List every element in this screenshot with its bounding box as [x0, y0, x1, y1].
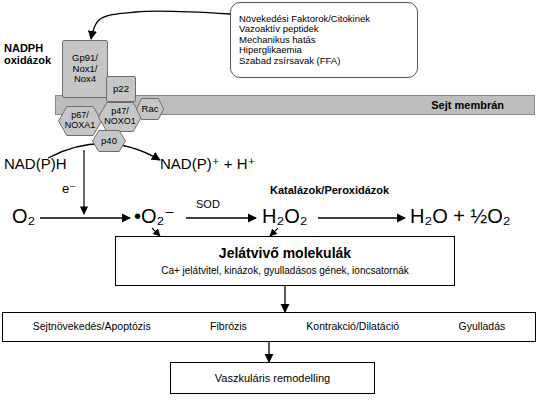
chemical-label: NAD(P)H — [4, 156, 67, 173]
node-subtext: Szabad zsírsavak (FFA) — [239, 56, 340, 66]
hexagon-shape — [137, 99, 164, 120]
node-subtext: Ca+ jelátvitel, kinázok, gyulladásos gén… — [161, 265, 409, 276]
node-subtext: Hiperglikaemia — [239, 45, 302, 55]
p47-subunit: p47/ NOXO1 — [98, 102, 142, 132]
reaction-arrow — [318, 217, 405, 218]
remodelling-box: Vaszkuláris remodelling — [170, 362, 375, 394]
stimulus-callout: Növekedési Faktorok/CitokinekVazoaktív p… — [230, 2, 418, 78]
node-text: Jelátvivő molekulák — [219, 246, 351, 261]
arrow-connector — [91, 11, 230, 39]
reaction-arrow — [40, 217, 130, 218]
p67-subunit: p67/ NOXA1 — [58, 106, 102, 136]
chemical-label: •O₂⁻ — [134, 205, 175, 227]
node-text: p22 — [113, 84, 129, 94]
enzyme-label: Katalázok/Peroxidázok — [270, 184, 389, 196]
arrow-connector — [284, 286, 285, 312]
chemical-label: H₂O + ½O₂ — [410, 205, 511, 227]
chemical-label: O₂ — [12, 205, 35, 227]
rac-subunit: Rac — [136, 98, 164, 120]
node-subtext: Gyulladás — [459, 321, 506, 333]
node-text: p40 — [101, 136, 117, 146]
hexagon-shape — [93, 131, 126, 152]
hexagon-shape — [99, 103, 142, 132]
reaction-arrow — [186, 217, 256, 218]
electron-label: e⁻ — [62, 182, 76, 196]
gp91-subunit: Gp91/ Nox1/ Nox4 — [62, 40, 108, 98]
signal-arrow — [152, 228, 160, 236]
node-subtext: Mechanikus hatás — [239, 35, 316, 45]
node-text: Vaszkuláris remodelling — [215, 372, 330, 384]
node-text: Sejt membrán — [431, 99, 504, 111]
outcomes-box: Sejtnövekedés/Apoptózis Fibrózis Kontrakci… — [2, 312, 536, 342]
electron-arrow — [83, 150, 84, 214]
node-subtext: Fibrózis — [210, 321, 247, 333]
complex-label: NADPH oxidázok — [4, 42, 56, 66]
chemical-label: NAD(P)⁺ + H⁺ — [160, 156, 255, 173]
node-subtext: Vazoaktív peptidek — [239, 24, 319, 34]
p40-subunit: p40 — [92, 130, 126, 152]
arrow-connector — [268, 342, 269, 362]
node-text: Növekedési Faktorok/Citokinek — [239, 14, 370, 24]
p22-subunit: p22 — [106, 76, 136, 102]
node-text: p47/ NOXO1 — [98, 107, 142, 127]
enzyme-label: SOD — [196, 198, 220, 210]
chemical-label: H₂O₂ — [262, 205, 308, 227]
signal-arrow — [270, 228, 278, 236]
node-text: Rac — [142, 104, 159, 114]
node-text: p67/ NOXA1 — [58, 111, 102, 131]
signal-molecules-box: Jelátvivő molekulákCa+ jelátvitel, kináz… — [115, 236, 455, 286]
hexagon-shape — [59, 107, 102, 136]
node-text: Sejtnövekedés/Apoptózis — [33, 321, 151, 333]
node-text: Gp91/ Nox1/ Nox4 — [63, 53, 107, 84]
node-subtext: Kontrakció/Dilatáció — [306, 321, 399, 333]
